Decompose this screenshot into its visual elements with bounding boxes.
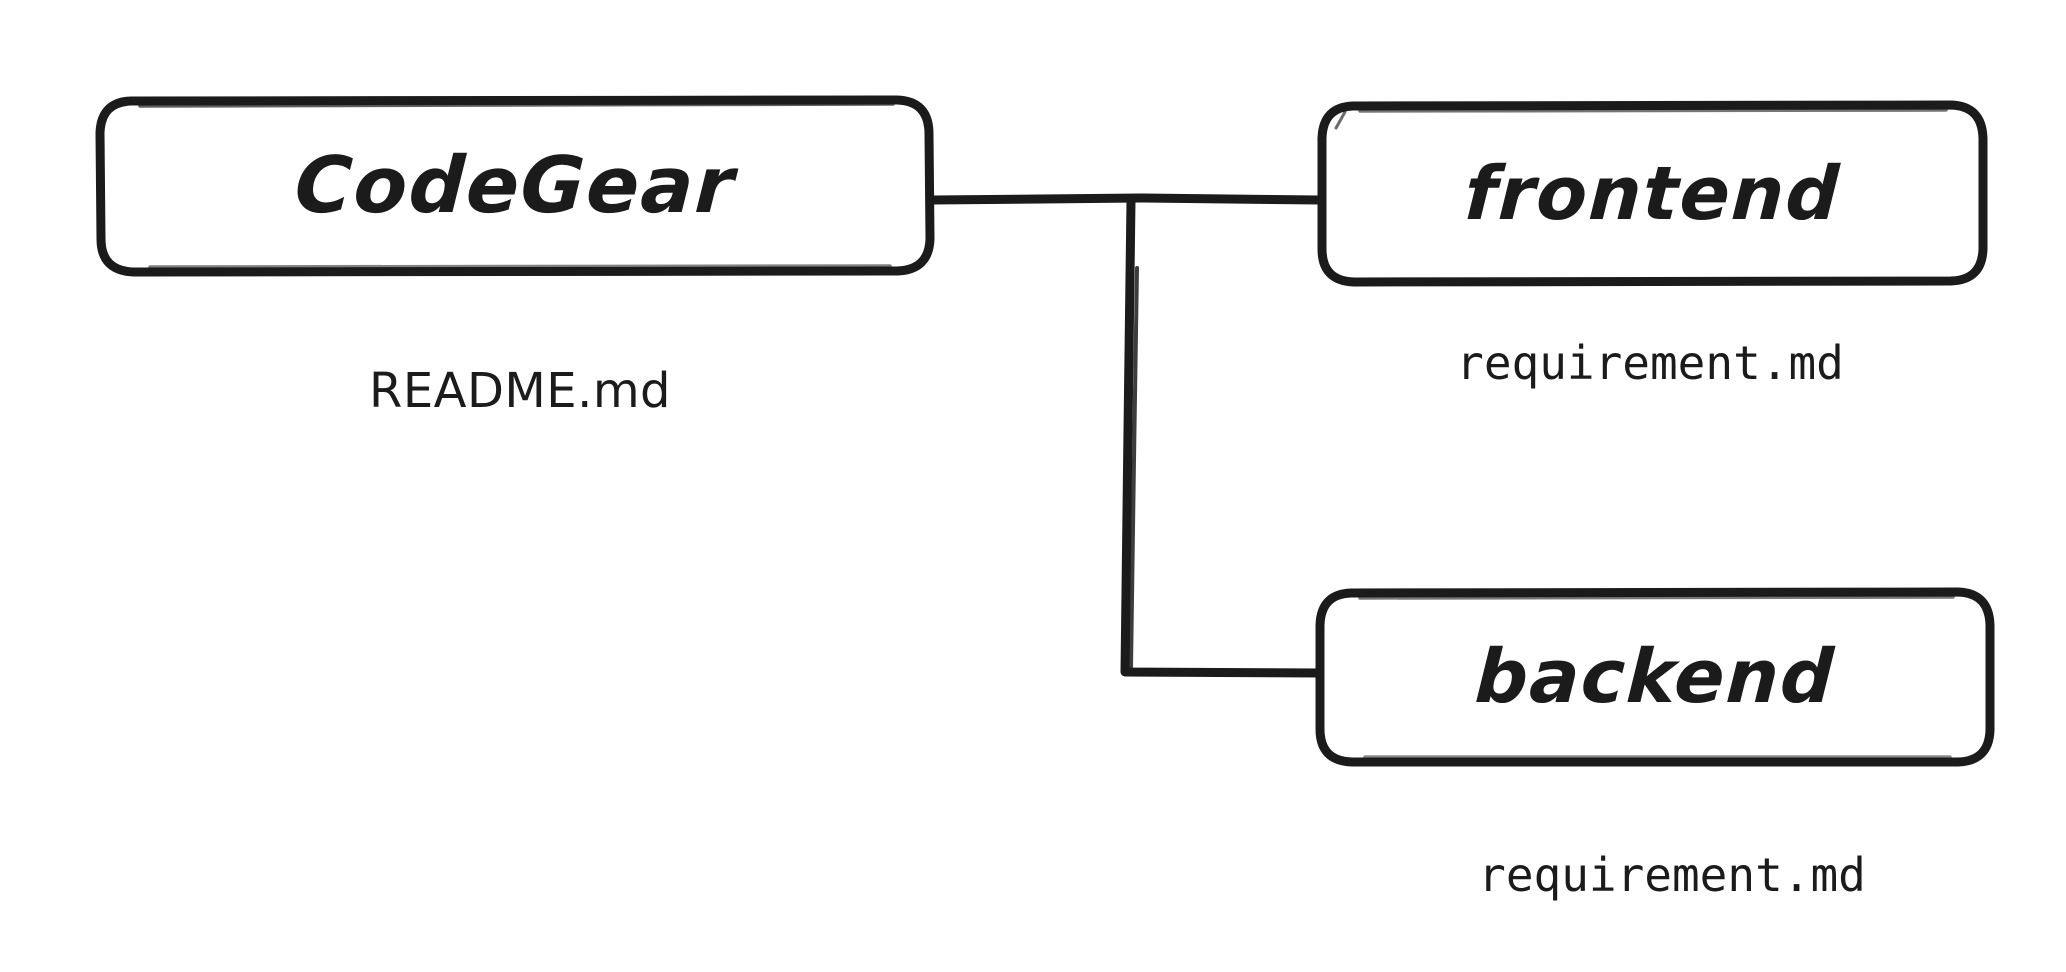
file-label-frontend-requirement: requirement.md (1456, 336, 1844, 390)
file-label-backend-requirement: requirement.md (1478, 848, 1866, 902)
edge-codegear-backend (1120, 195, 1325, 678)
node-codegear-label: CodeGear (292, 141, 738, 231)
file-label-readme: README.md (368, 363, 672, 419)
edge-codegear-frontend (928, 193, 1325, 205)
node-frontend-label: frontend (1462, 150, 1843, 237)
node-backend-label: backend (1472, 634, 1838, 720)
